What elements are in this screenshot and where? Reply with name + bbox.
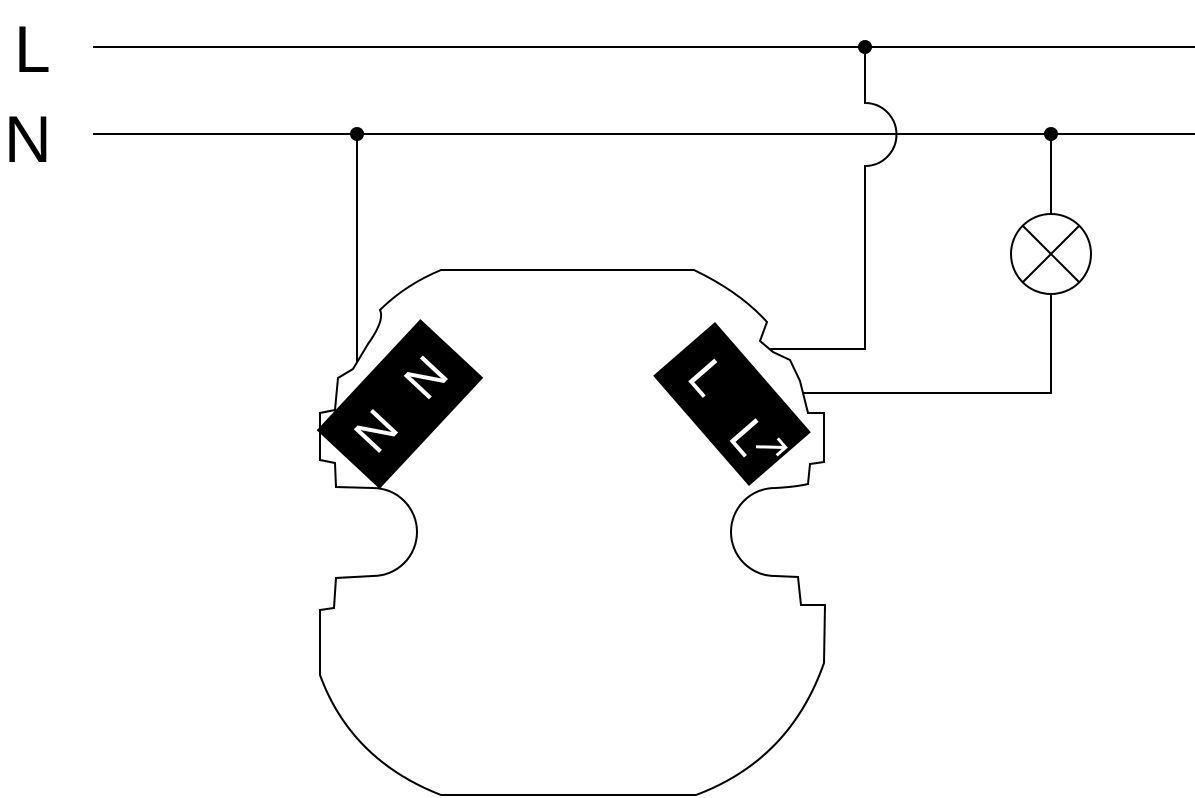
- switched-output-wire: [803, 294, 1052, 394]
- live-terminal-block: L L: [653, 322, 811, 486]
- lamp-icon: [1010, 213, 1092, 295]
- neutral-terminal-block: N N: [316, 319, 484, 489]
- output-arrow-icon: [755, 437, 788, 457]
- neutral-rail-label: N: [4, 102, 52, 176]
- live-feed-wire: [770, 47, 898, 350]
- live-rail-label: L: [14, 12, 51, 86]
